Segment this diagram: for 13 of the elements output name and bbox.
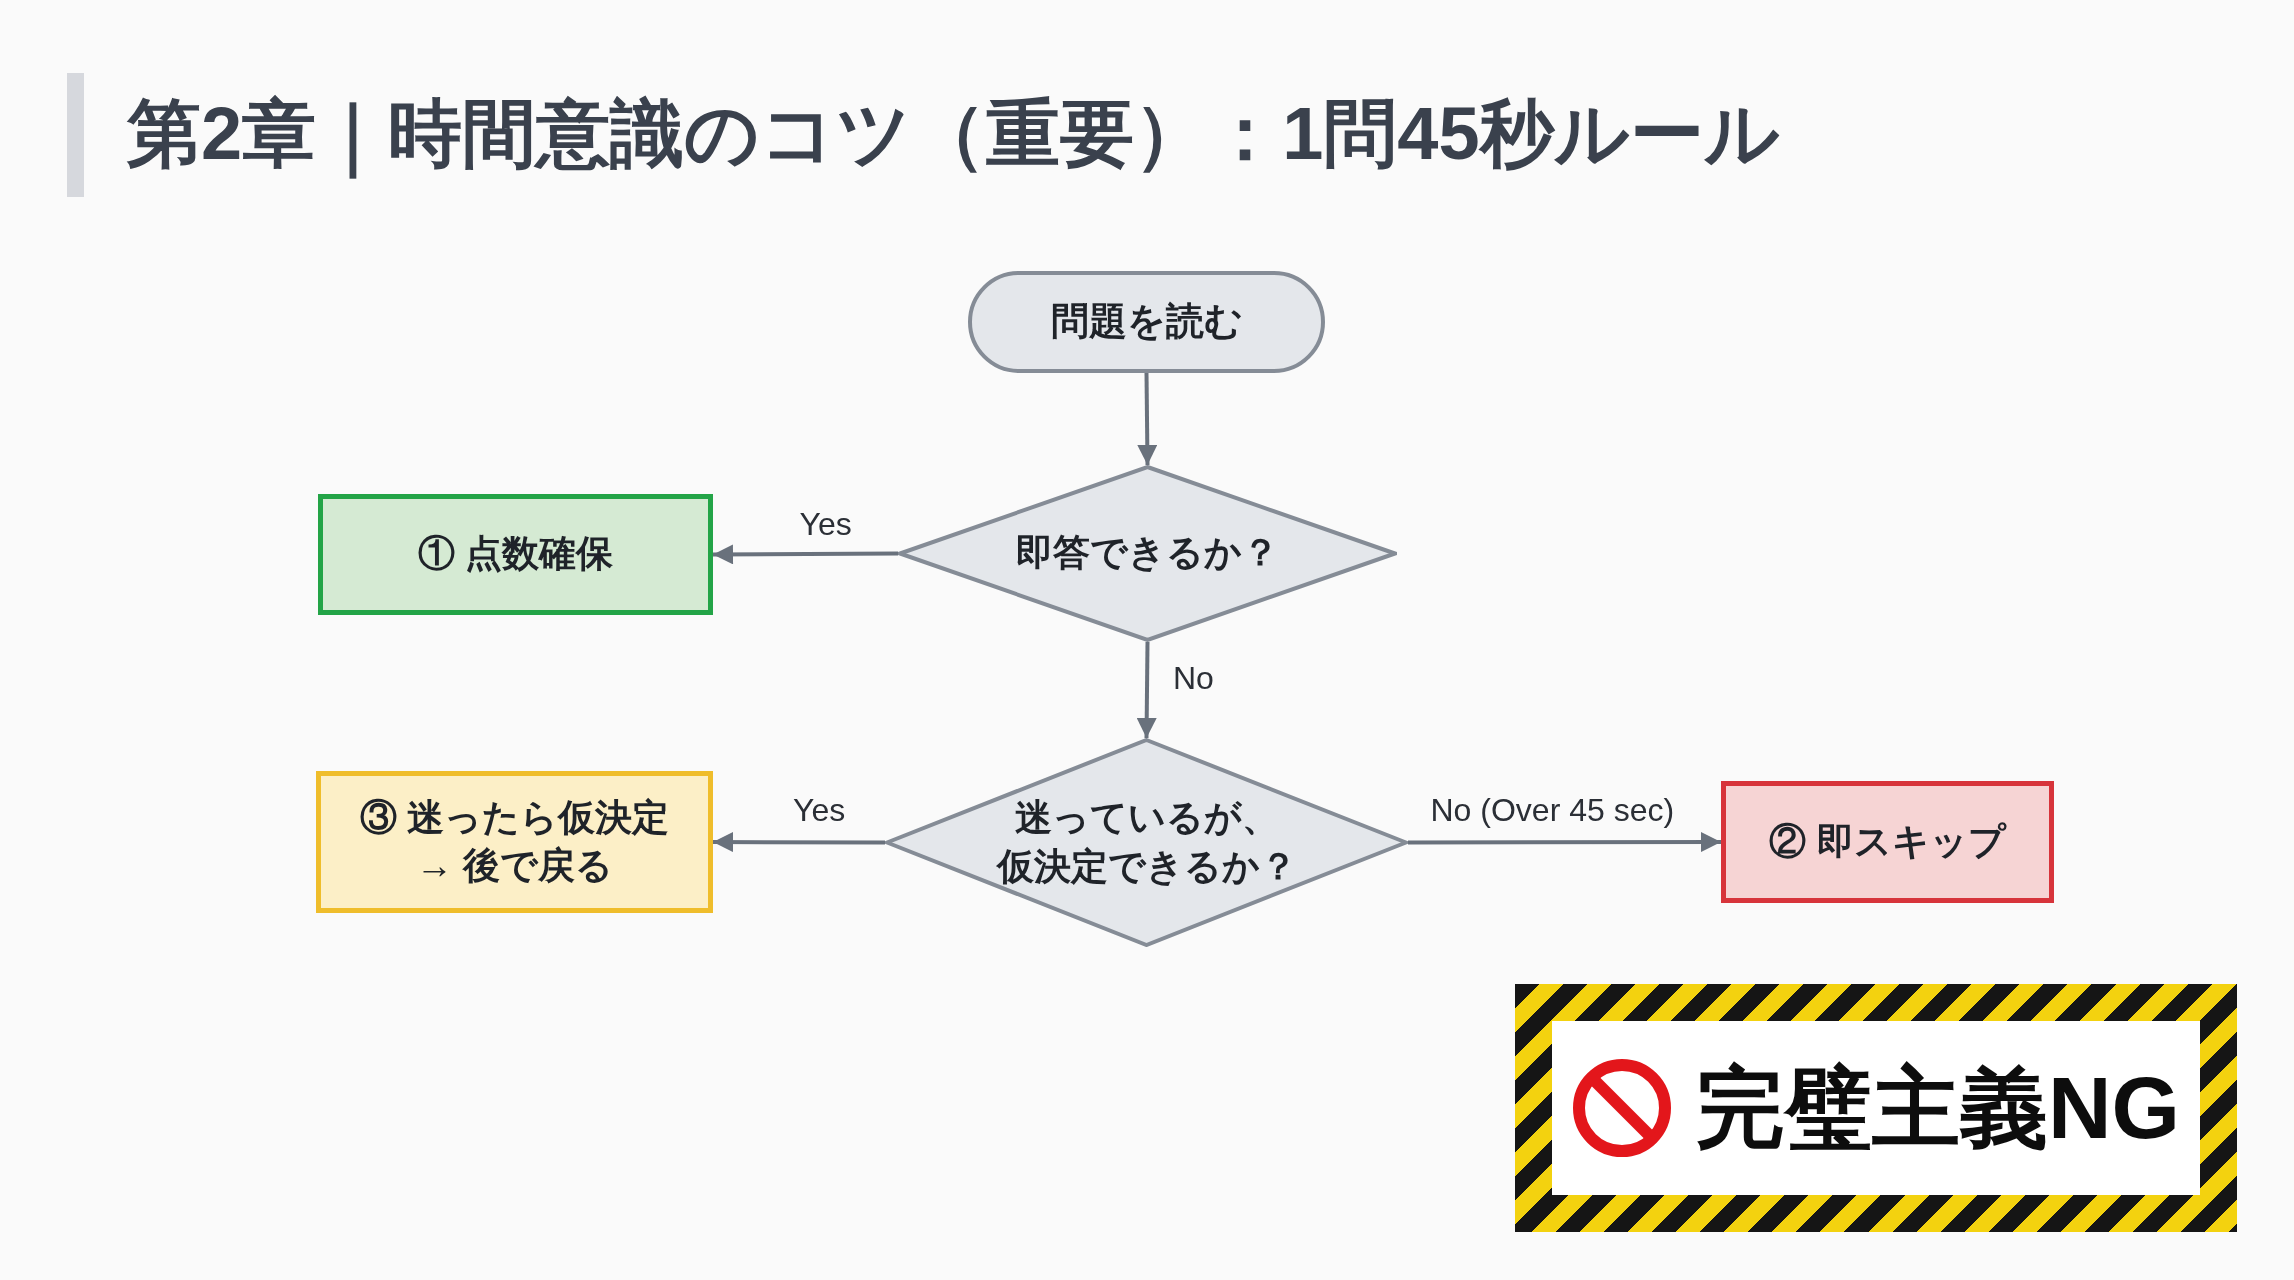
title: 第2章｜時間意識のコツ（重要）：1問45秒ルール xyxy=(127,90,1780,179)
arrow xyxy=(713,832,885,853)
sign-text: 完璧主義NG xyxy=(1696,1057,2180,1159)
arrow xyxy=(1408,832,1721,853)
process-box: ③ 迷ったら仮決定→ 後で戻る xyxy=(316,771,713,913)
process-box: ② 即スキップ xyxy=(1721,781,2054,903)
decision-diamond: 即答できるか？ xyxy=(898,465,1397,642)
arrow xyxy=(1136,641,1157,739)
terminal-pill: 問題を読む xyxy=(968,271,1325,373)
arrow xyxy=(713,544,898,565)
arrow xyxy=(1137,372,1158,466)
process-box: ① 点数確保 xyxy=(318,494,713,615)
decision-diamond: 迷っているが、仮決定できるか？ xyxy=(885,738,1408,947)
